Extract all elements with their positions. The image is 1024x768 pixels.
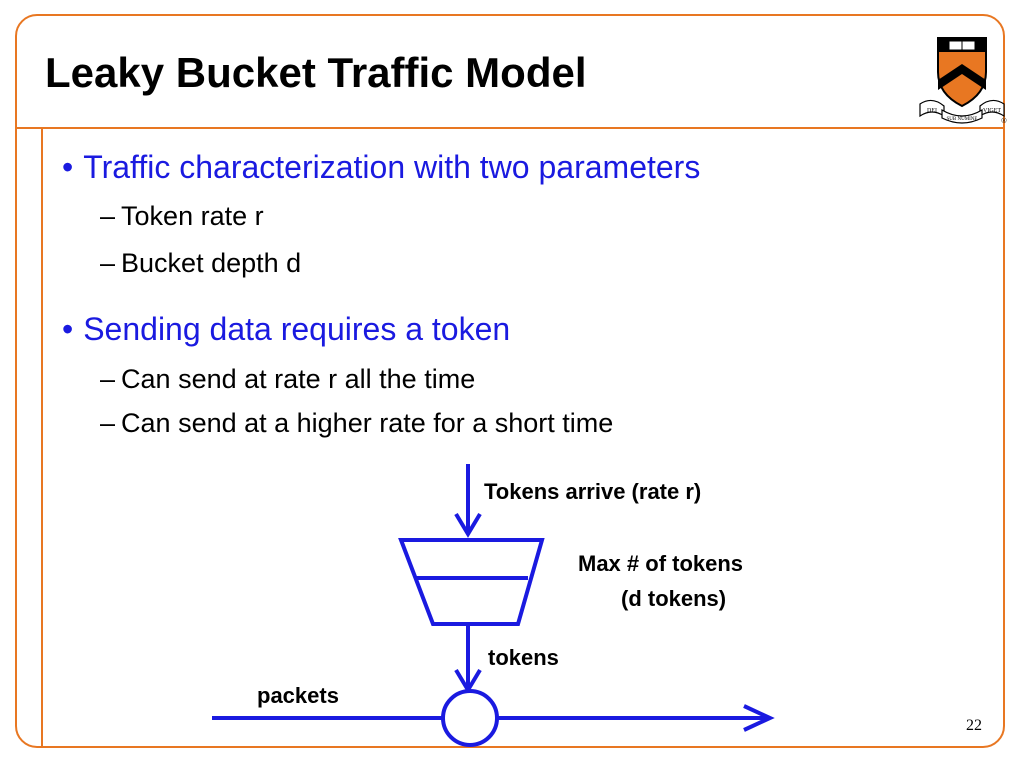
dash-marker: – [100, 408, 116, 438]
logo-registered-mark: ® [1001, 117, 1007, 124]
tokens-label: tokens [488, 645, 559, 670]
bullet-traffic-characterization: •Traffic characterization with two param… [62, 151, 700, 183]
subitem-text: Can send at a higher rate for a short ti… [121, 408, 614, 438]
tokens-arrive-label: Tokens arrive (rate r) [484, 479, 702, 504]
max-tokens-sublabel: (d tokens) [621, 586, 727, 611]
subitem-token-rate: –Token rate r [100, 203, 264, 230]
subitem-text: Token rate r [121, 201, 264, 231]
slide-title: Leaky Bucket Traffic Model [45, 49, 587, 96]
packet-flow-arrowhead [743, 704, 775, 732]
packets-label: packets [257, 683, 339, 708]
bullet-sending-data: •Sending data requires a token [62, 313, 510, 345]
dash-marker: – [100, 248, 116, 278]
left-margin-rule [41, 127, 43, 748]
subitem-text: Can send at rate r all the time [121, 364, 476, 394]
token-bucket [398, 538, 545, 626]
logo-motto-left: DEI [927, 108, 937, 114]
page-number: 22 [966, 717, 982, 734]
slide-frame [15, 14, 1005, 748]
dash-marker: – [100, 364, 116, 394]
subitem-send-higher-rate: –Can send at a higher rate for a short t… [100, 410, 613, 437]
subitem-text: Bucket depth d [121, 248, 302, 278]
title-divider [15, 127, 1005, 129]
bullet-text: Traffic characterization with two parame… [83, 149, 701, 185]
subitem-bucket-depth: –Bucket depth d [100, 250, 301, 277]
princeton-shield-logo: DEI SUB NUMINE VIGET ® [919, 37, 1007, 124]
logo-motto-center: SUB NUMINE [947, 117, 978, 122]
subitem-send-rate-r: –Can send at rate r all the time [100, 366, 475, 393]
token-gate-circle [441, 689, 499, 747]
bullet-dot: • [62, 311, 74, 347]
max-tokens-label: Max # of tokens [578, 551, 744, 576]
bullet-text: Sending data requires a token [83, 311, 511, 347]
bullet-dot: • [62, 149, 74, 185]
logo-motto-right: VIGET [983, 108, 1001, 114]
token-arrival-arrowhead [454, 512, 482, 538]
dash-marker: – [100, 201, 116, 231]
